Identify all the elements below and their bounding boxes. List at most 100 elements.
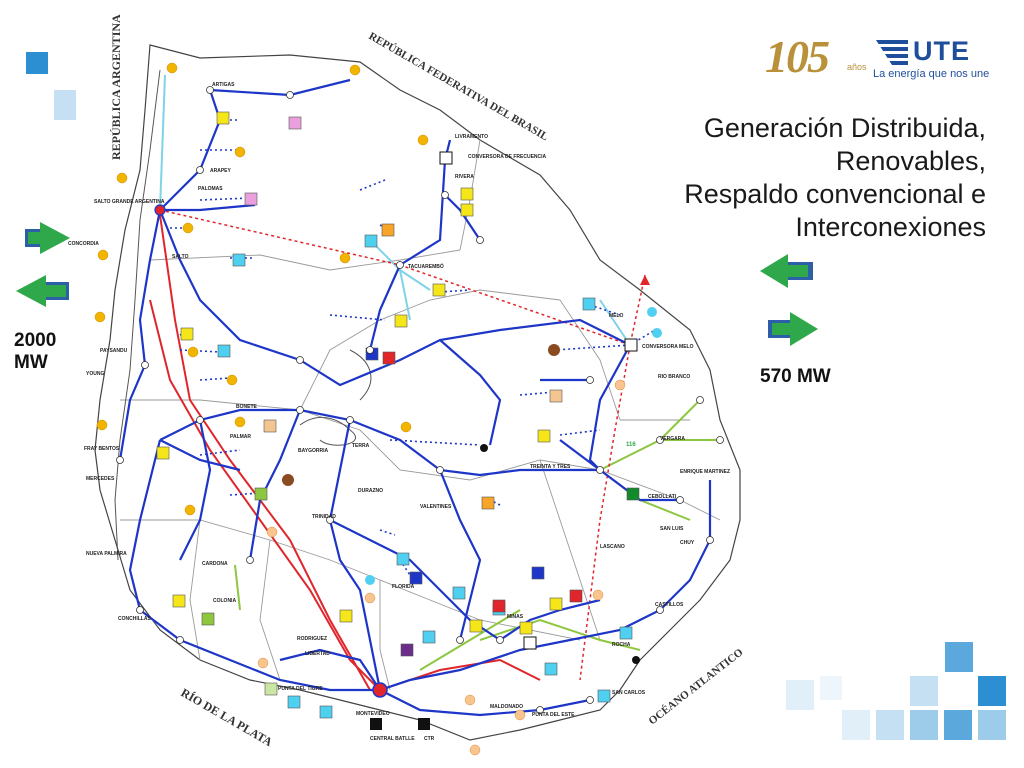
- substation-icon: [476, 236, 484, 244]
- substation-icon: [496, 636, 504, 644]
- blue-lines: [118, 78, 712, 717]
- solar-sun-icon: [97, 249, 109, 261]
- substation-icon: [296, 406, 304, 414]
- thermal-icon: [257, 657, 269, 669]
- tile-decor: [26, 52, 48, 74]
- plant-hatched: [549, 389, 563, 403]
- label-rivera: RIVERA: [455, 174, 474, 180]
- title-line-4: Interconexiones: [795, 212, 986, 242]
- blue-dotted-lines: [170, 119, 656, 576]
- solar-sun-icon: [94, 311, 106, 323]
- tile-decor: [876, 710, 904, 740]
- plant-biomass: [288, 116, 302, 130]
- label-rio-plata: RÍO DE LA PLATA: [179, 685, 276, 749]
- substation-icon: [296, 356, 304, 364]
- substation-icon: [586, 696, 594, 704]
- tile-decor: [944, 710, 972, 740]
- label-argentina: REPÚBLICA ARGENTINA: [109, 14, 123, 160]
- wind-star-icon: [365, 575, 375, 585]
- label-libertad: LIBERTAD: [305, 651, 330, 657]
- node-icon: [632, 656, 640, 664]
- plant-hatched: [263, 419, 277, 433]
- plant-wind: [460, 203, 474, 217]
- thermal-icon: [266, 526, 278, 538]
- solar-sun-icon: [116, 172, 128, 184]
- converter-melo-icon: [624, 338, 638, 352]
- salto-grande-hub-icon: [154, 204, 166, 216]
- substation-icon: [206, 86, 214, 94]
- plant-solar: [597, 689, 611, 703]
- label-punta-tigre: PUNTA DEL TIGRE: [278, 686, 323, 692]
- substation-icon: [346, 416, 354, 424]
- plant-wind: [432, 283, 446, 297]
- label-colonia: COLONIA: [213, 598, 236, 604]
- substation-icon: [136, 606, 144, 614]
- label-florida: FLORIDA: [392, 584, 415, 590]
- label-montevideo: MONTEVIDEO: [356, 711, 390, 717]
- plant-green: [254, 487, 268, 501]
- solar-sun-icon: [234, 416, 246, 428]
- solar-sun-icon: [226, 374, 238, 386]
- arrow-head: [640, 275, 650, 285]
- solar-sun-icon: [184, 504, 196, 516]
- label-young: YOUNG: [86, 371, 104, 377]
- plant-wind: [394, 314, 408, 328]
- rivers: [114, 69, 372, 561]
- map-labels: ARTIGAS LIVRAMENTO CONVERSORA DE FRECUEN…: [68, 82, 730, 742]
- thermal-icon: [469, 744, 481, 756]
- plant-hatched: [264, 682, 278, 696]
- solar-sun-icon: [96, 419, 108, 431]
- label-tacuarembo: TACUAREMBÓ: [408, 262, 444, 270]
- thermal-icon: [364, 592, 376, 604]
- label-valentines: VALENTINES: [420, 504, 452, 510]
- argentina-capacity: 2000 MW: [14, 330, 56, 374]
- plant-wind: [469, 619, 483, 633]
- title-line-1: Generación Distribuida,: [703, 113, 986, 143]
- label-trinidad: TRINIDAD: [312, 514, 336, 520]
- thermal-icon: [464, 694, 476, 706]
- substation-icon: [706, 536, 714, 544]
- substation-icon: [456, 636, 464, 644]
- solar-sun-icon: [182, 222, 194, 234]
- substation-icon: [286, 91, 294, 99]
- label-salto-grande: SALTO GRANDE ARGENTINA: [94, 199, 165, 205]
- plant-red: [569, 589, 583, 603]
- label-conversora-rivera: CONVERSORA DE FRECUENCIA: [468, 154, 547, 160]
- slide-title: Generación Distribuida, Renovables, Resp…: [606, 112, 986, 244]
- substation-icon: [656, 436, 664, 444]
- tile-decor: [945, 642, 973, 672]
- label-nueva-palmira: NUEVA PALMIRA: [86, 551, 127, 557]
- substation-icon: [596, 466, 604, 474]
- label-carmelo: CONCHILLAS: [118, 616, 151, 622]
- label-bonete: BONETE: [236, 404, 258, 410]
- label-salto: SALTO: [172, 254, 189, 260]
- plant-solar: [217, 344, 231, 358]
- substation-icon: [116, 456, 124, 464]
- label-livramento: LIVRAMENTO: [455, 134, 488, 140]
- label-rocha: ROCHA: [612, 642, 631, 648]
- tile-decor: [820, 676, 842, 700]
- label-cardona: CARDONA: [202, 561, 228, 567]
- label-punta-del-este: PUNTA DEL ESTE: [532, 712, 575, 718]
- substation-icon: [246, 556, 254, 564]
- plant-hydro: [409, 571, 423, 585]
- arrow-out-brasil-icon: [760, 254, 813, 288]
- plant-solar: [452, 586, 466, 600]
- argentina-mw-unit: MW: [14, 352, 48, 373]
- tile-decor: [910, 710, 938, 740]
- logo-tagline: La energía que nos une: [873, 68, 990, 80]
- ute-logo-mark-icon: [876, 40, 908, 65]
- label-arapey: ARAPEY: [210, 168, 232, 174]
- thermal-icon: [514, 709, 526, 721]
- substation-icon: [326, 516, 334, 524]
- substation-icon: [656, 606, 664, 614]
- thermal-icon: [592, 589, 604, 601]
- plant-wind: [519, 621, 533, 635]
- tile-decor: [54, 90, 76, 120]
- plant-solar: [619, 626, 633, 640]
- substation-icon: [396, 261, 404, 269]
- tile-decor: [786, 680, 814, 710]
- converter-rivera-icon: [439, 151, 453, 165]
- label-castillos: CASTILLOS: [655, 602, 684, 608]
